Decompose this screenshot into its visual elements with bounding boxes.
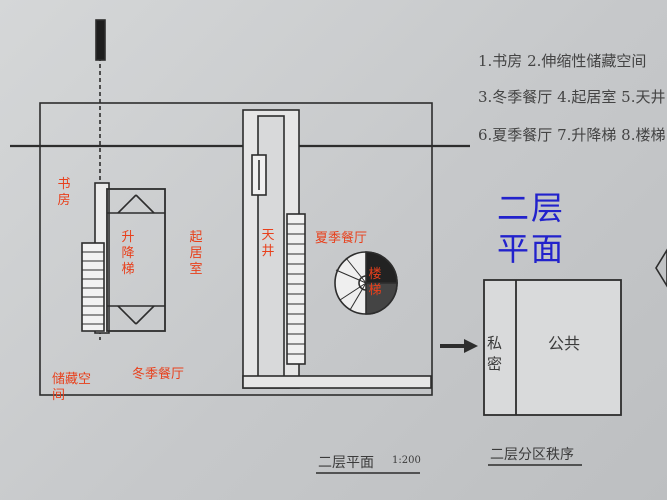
building-outline xyxy=(39,102,433,396)
zoning-box xyxy=(483,279,622,416)
ledge xyxy=(242,375,432,389)
label-stair: 楼梯 xyxy=(368,267,382,298)
legend-line-3: 6.夏季餐厅 7.升降梯 8.楼梯 xyxy=(478,126,666,144)
label-study: 书房 xyxy=(57,177,71,208)
lift-shaft xyxy=(106,188,166,332)
axis-marker xyxy=(95,19,106,61)
legend-line-1: 1.书房 2.伸缩性储藏空间 xyxy=(478,52,647,70)
label-storage: 储藏空间 xyxy=(52,372,92,403)
arrow-head xyxy=(464,339,478,353)
title-line-2: 平面 xyxy=(497,230,566,268)
next-arrow-hint xyxy=(655,248,667,288)
label-patio: 天井 xyxy=(261,228,275,259)
label-summer-dining: 夏季餐厅 xyxy=(315,231,368,246)
right-stair xyxy=(286,213,306,365)
plan-caption: 二层平面 xyxy=(318,455,374,471)
zoning-public: 公共 xyxy=(548,334,581,353)
label-winter-dining: 冬季餐厅 xyxy=(132,367,185,382)
title-line-1: 二层 xyxy=(497,189,566,227)
label-lift: 升降梯 xyxy=(121,230,135,277)
legend-line-2: 3.冬季餐厅 4.起居室 5.天井 xyxy=(478,88,666,106)
zoning-caption: 二层分区秩序 xyxy=(490,447,574,463)
label-living: 起居室 xyxy=(189,230,203,277)
plan-scale: 1:200 xyxy=(392,455,421,466)
left-stair xyxy=(81,242,105,332)
zoning-private: 私密 xyxy=(487,334,503,373)
